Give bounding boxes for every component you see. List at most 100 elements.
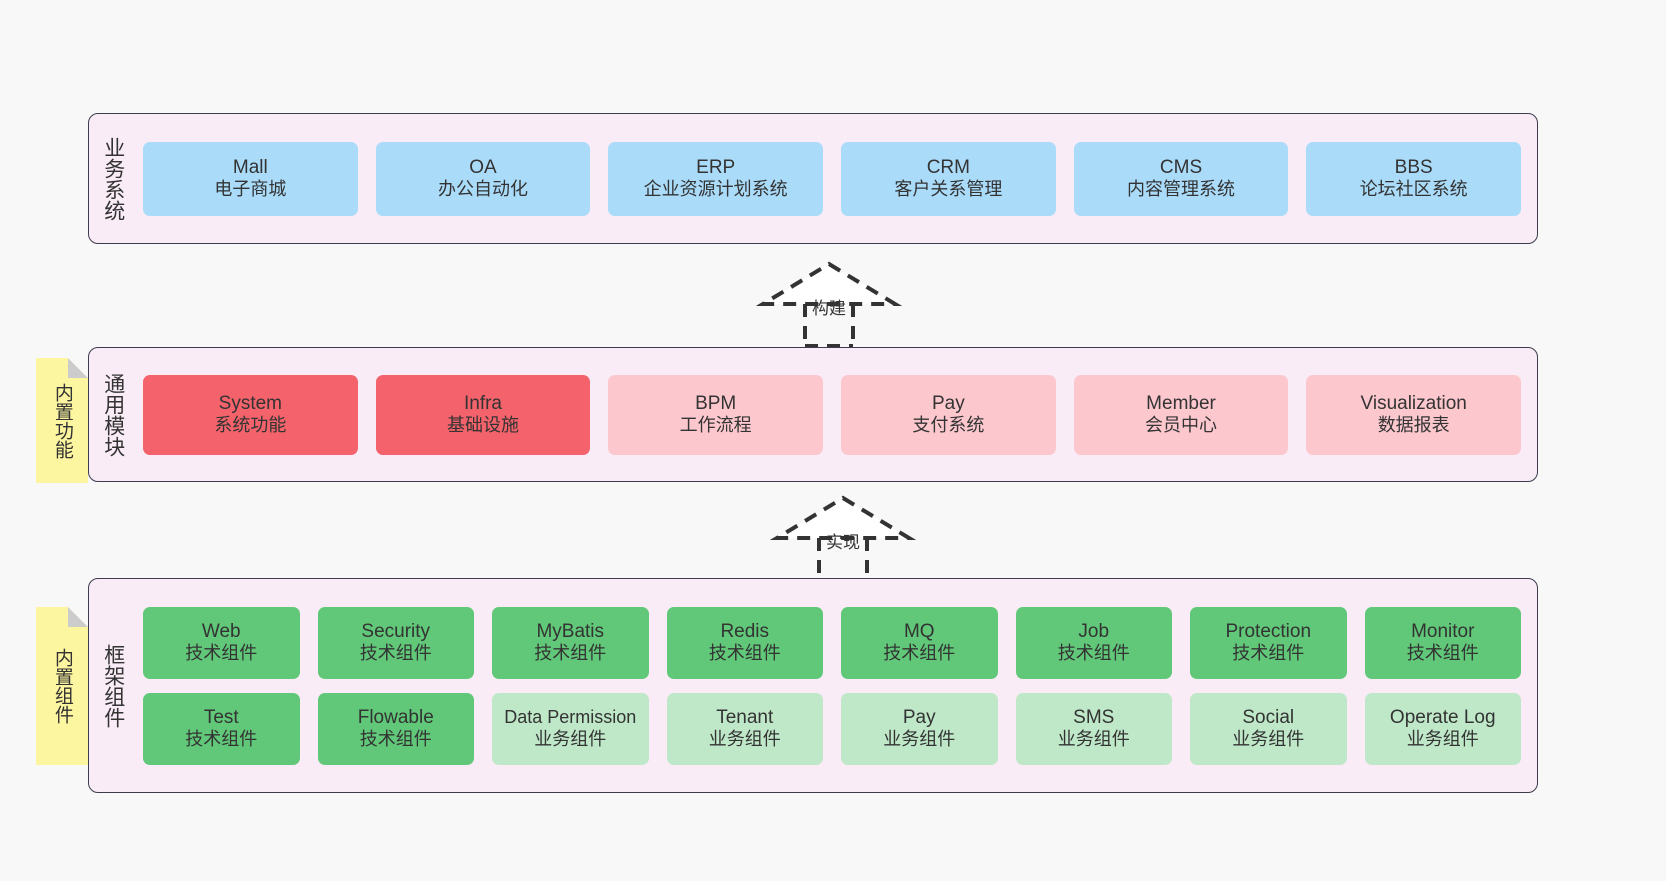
node-erp[interactable]: ERP 企业资源计划系统 (608, 141, 824, 216)
implement-arrow: 实现 (770, 492, 916, 582)
node-social-en: Social (1242, 706, 1295, 728)
node-tenant[interactable]: Tenant 业务组件 (666, 692, 823, 765)
node-infra-en: Infra (463, 392, 503, 414)
modules-node-row: System 系统功能 Infra 基础设施 BPM 工作流程 Pay 支付系统… (143, 374, 1522, 455)
node-bbs-en: BBS (1394, 156, 1433, 178)
node-social[interactable]: Social 业务组件 (1190, 692, 1347, 765)
node-operate-log-cn: 业务组件 (1406, 729, 1479, 750)
node-social-cn: 业务组件 (1232, 729, 1305, 750)
node-visualization[interactable]: Visualization 数据报表 (1306, 374, 1522, 455)
build-arrow: 构建 (756, 258, 902, 348)
node-web[interactable]: Web 技术组件 (143, 606, 300, 679)
node-sms[interactable]: SMS 业务组件 (1015, 692, 1172, 765)
node-protection-en: Protection (1225, 620, 1312, 642)
node-flowable-cn: 技术组件 (359, 729, 432, 750)
node-mybatis[interactable]: MyBatis 技术组件 (492, 606, 649, 679)
implement-arrow-glyph (770, 495, 916, 582)
node-mall-cn: 电子商城 (214, 179, 287, 200)
node-redis-en: Redis (720, 620, 770, 642)
node-security-cn: 技术组件 (359, 643, 432, 664)
node-bbs[interactable]: BBS 论坛社区系统 (1306, 141, 1522, 216)
node-mq-en: MQ (903, 620, 935, 642)
business-layer-body: Mall 电子商城 OA 办公自动化 ERP 企业资源计划系统 CRM 客户关系… (137, 114, 1537, 243)
implement-arrow-label: 实现 (826, 533, 860, 552)
build-arrow-glyph (756, 261, 902, 348)
node-member-cn: 会员中心 (1145, 415, 1218, 436)
node-pay-module-cn: 支付系统 (912, 415, 985, 436)
node-job-cn: 技术组件 (1057, 643, 1130, 664)
node-mall[interactable]: Mall 电子商城 (143, 141, 358, 216)
node-bbs-cn: 论坛社区系统 (1359, 179, 1468, 200)
modules-layer-body: System 系统功能 Infra 基础设施 BPM 工作流程 Pay 支付系统… (137, 348, 1537, 481)
node-operate-log[interactable]: Operate Log 业务组件 (1364, 692, 1521, 765)
node-job[interactable]: Job 技术组件 (1015, 606, 1172, 679)
note-fold-corner-icon (68, 358, 88, 378)
node-data-permission-en: Data Permission (504, 706, 637, 727)
node-bpm[interactable]: BPM 工作流程 (608, 374, 824, 455)
framework-node-row-2: Test 技术组件 Flowable 技术组件 Data Permission … (143, 692, 1521, 765)
node-system-en: System (218, 392, 283, 414)
node-sms-cn: 业务组件 (1057, 729, 1130, 750)
node-monitor-cn: 技术组件 (1406, 643, 1479, 664)
node-test-cn: 技术组件 (185, 729, 258, 750)
node-job-en: Job (1078, 620, 1110, 642)
framework-layer-title: 框架组件 (101, 643, 125, 728)
node-pay-component-en: Pay (902, 706, 936, 728)
builtin-component-note-text: 内置组件 (51, 648, 73, 724)
node-web-cn: 技术组件 (185, 643, 258, 664)
note-fold-corner-icon (68, 607, 88, 627)
node-protection-cn: 技术组件 (1232, 643, 1305, 664)
node-security-en: Security (361, 620, 431, 642)
node-crm-cn: 客户关系管理 (894, 179, 1003, 200)
node-cms[interactable]: CMS 内容管理系统 (1073, 141, 1289, 216)
node-oa[interactable]: OA 办公自动化 (375, 141, 591, 216)
business-layer-title: 业务系统 (101, 136, 125, 221)
node-infra[interactable]: Infra 基础设施 (375, 374, 591, 455)
builtin-component-note: 内置组件 (36, 607, 88, 765)
node-crm[interactable]: CRM 客户关系管理 (841, 141, 1056, 216)
node-infra-cn: 基础设施 (447, 415, 519, 436)
modules-layer-title: 通用模块 (101, 372, 125, 457)
node-visualization-cn: 数据报表 (1377, 415, 1450, 436)
business-node-row: Mall 电子商城 OA 办公自动化 ERP 企业资源计划系统 CRM 客户关系… (143, 141, 1522, 216)
node-oa-cn: 办公自动化 (438, 179, 528, 200)
build-arrow-label: 构建 (812, 299, 846, 318)
node-test[interactable]: Test 技术组件 (143, 692, 300, 765)
node-erp-cn: 企业资源计划系统 (643, 179, 788, 200)
node-redis-cn: 技术组件 (708, 643, 781, 664)
node-mybatis-en: MyBatis (536, 620, 605, 642)
node-cms-en: CMS (1159, 156, 1203, 178)
node-redis[interactable]: Redis 技术组件 (666, 606, 823, 679)
framework-layer-body: Web 技术组件 Security 技术组件 MyBatis 技术组件 Redi… (137, 579, 1537, 792)
node-data-permission-cn: 业务组件 (534, 728, 607, 749)
node-cms-cn: 内容管理系统 (1127, 179, 1236, 200)
node-system-cn: 系统功能 (214, 415, 287, 436)
node-protection[interactable]: Protection 技术组件 (1190, 606, 1347, 679)
node-security[interactable]: Security 技术组件 (317, 606, 474, 679)
node-tenant-cn: 业务组件 (708, 729, 781, 750)
node-mq-cn: 技术组件 (883, 643, 956, 664)
node-mall-en: Mall (232, 156, 268, 178)
node-bpm-cn: 工作流程 (679, 415, 752, 436)
node-visualization-en: Visualization (1360, 392, 1467, 414)
node-data-permission[interactable]: Data Permission 业务组件 (492, 692, 649, 765)
node-sms-en: SMS (1073, 706, 1115, 728)
node-oa-en: OA (469, 156, 497, 178)
node-member[interactable]: Member 会员中心 (1073, 374, 1289, 455)
builtin-function-note: 内置功能 (36, 358, 88, 483)
node-erp-en: ERP (696, 156, 736, 178)
node-monitor[interactable]: Monitor 技术组件 (1364, 606, 1521, 679)
node-mq[interactable]: MQ 技术组件 (841, 606, 998, 679)
node-member-en: Member (1146, 392, 1216, 414)
node-pay-module[interactable]: Pay 支付系统 (841, 374, 1056, 455)
framework-components-layer: 框架组件 Web 技术组件 Security 技术组件 MyBatis 技术组件… (88, 578, 1538, 793)
framework-node-row-1: Web 技术组件 Security 技术组件 MyBatis 技术组件 Redi… (143, 606, 1521, 679)
node-bpm-en: BPM (695, 392, 737, 414)
node-monitor-en: Monitor (1411, 620, 1475, 642)
node-system[interactable]: System 系统功能 (143, 374, 358, 455)
node-flowable[interactable]: Flowable 技术组件 (317, 692, 474, 765)
node-pay-component[interactable]: Pay 业务组件 (841, 692, 998, 765)
node-operate-log-en: Operate Log (1389, 706, 1496, 728)
business-system-layer: 业务系统 Mall 电子商城 OA 办公自动化 ERP 企业资源计划系统 CRM… (88, 113, 1538, 244)
